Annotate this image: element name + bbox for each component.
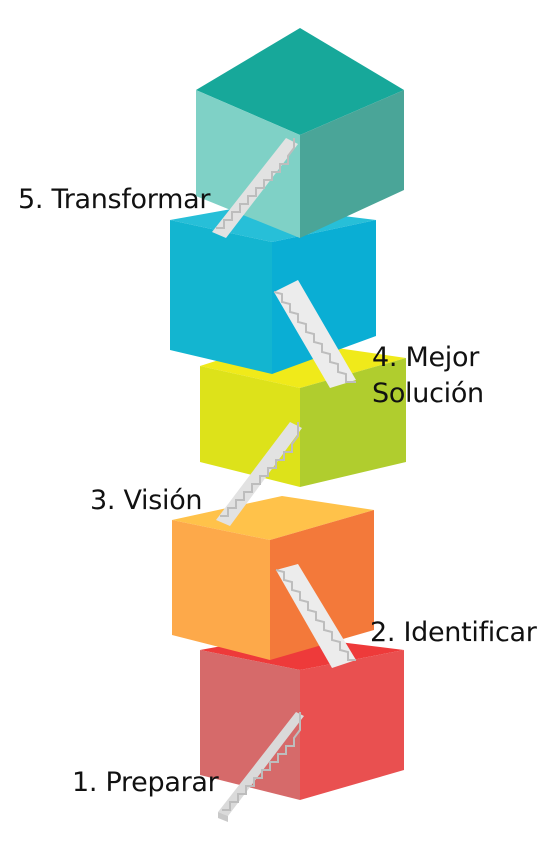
step-label-4: 4. Mejor Solución — [372, 340, 484, 412]
step-number-3: 3. — [90, 485, 116, 516]
step-text-3: Visión — [123, 485, 203, 516]
staircase-3 — [216, 422, 302, 526]
cube-step-4 — [170, 205, 376, 374]
step-label-3: 3. Visión — [90, 483, 203, 519]
cube-2-top — [172, 496, 374, 540]
step-text-1: Preparar — [105, 767, 219, 798]
step-text-4-line1: Mejor — [405, 342, 479, 373]
cube-1-right — [300, 650, 404, 800]
cube-2-right — [270, 510, 374, 660]
cube-step-2 — [172, 496, 374, 660]
step-number-2: 2. — [370, 617, 396, 648]
cube-4-right — [272, 220, 376, 374]
step-number-4: 4. — [372, 342, 398, 373]
cube-5-left — [196, 90, 300, 238]
step-label-2: 2. Identificar — [370, 615, 537, 651]
step-text-5: Transformar — [51, 184, 211, 215]
staircase-1 — [218, 712, 304, 822]
step-number-1: 1. — [72, 767, 98, 798]
step-number-5: 5. — [18, 184, 44, 215]
step-label-1: 1. Preparar — [72, 765, 219, 801]
cube-4-left — [170, 220, 272, 374]
staircase-4 — [273, 280, 356, 388]
cube-5-right — [300, 90, 404, 238]
cube-3-right — [300, 358, 406, 487]
step-text-2: Identificar — [403, 617, 537, 648]
staircase-2 — [275, 564, 356, 668]
cube-step-5 — [196, 28, 404, 238]
step-label-5: 5. Transformar — [18, 182, 210, 218]
cube-2-left — [172, 520, 270, 660]
staircase-5 — [212, 138, 298, 238]
step-text-4-line2: Solución — [372, 378, 484, 409]
cube-5-top — [196, 28, 404, 135]
